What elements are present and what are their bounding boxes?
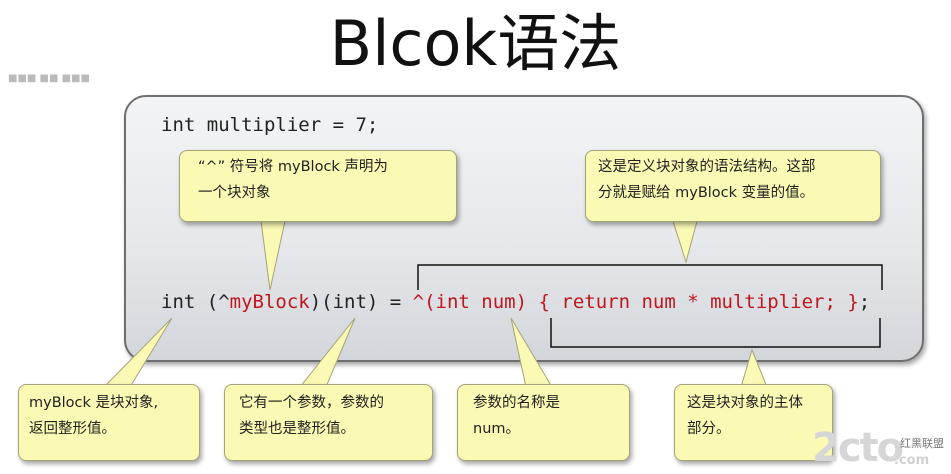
callout-name: 参数的名称是 num。	[457, 384, 630, 461]
callout-myblock-line2: 返回整形值。	[29, 421, 116, 437]
callout-param-line2: 类型也是整形值。	[239, 421, 355, 437]
code-block-literal: ^(int num) { return num * multiplier; }	[412, 291, 859, 313]
callout-definition-line2: 分就是赋给 myBlock 变量的值。	[598, 185, 815, 201]
callout-caret: “^” 符号将 myBlock 声明为 一个块对象	[179, 150, 457, 222]
myblock-callout-pointer	[102, 317, 173, 388]
code-int-paren: int (^	[161, 291, 230, 313]
callout-body-line2: 部分。	[687, 421, 731, 437]
callout-definition: 这是定义块对象的语法结构。这部 分就是赋给 myBlock 变量的值。	[585, 150, 881, 222]
callout-param-line1: 它有一个参数，参数的	[239, 395, 384, 411]
faint-header-text: ■■■ ■■ ■■■	[8, 73, 90, 84]
callout-body: 这是块对象的主体 部分。	[674, 384, 833, 461]
callout-name-line1: 参数的名称是	[473, 395, 560, 411]
code-block-name: myBlock	[229, 291, 310, 313]
callout-myblock-line1: myBlock 是块对象,	[29, 395, 159, 411]
definition-callout-pointer	[672, 220, 698, 264]
watermark-sub1: 红黑联盟	[900, 437, 944, 450]
code-line-block-declaration: int (^myBlock)(int) = ^(int num) { retur…	[161, 290, 870, 314]
body-callout-pointer	[740, 348, 768, 388]
code-panel	[124, 95, 924, 362]
body-bracket	[550, 318, 881, 348]
watermark-logo: 2cto 红黑联盟 .com	[812, 423, 951, 474]
param-callout-pointer	[298, 317, 356, 388]
code-semicolon: ;	[858, 291, 871, 313]
watermark-main: 2cto	[812, 425, 904, 471]
page-title: Blcok语法	[329, 7, 622, 80]
callout-myblock: myBlock 是块对象, 返回整形值。	[18, 384, 200, 461]
callout-param: 它有一个参数，参数的 类型也是整形值。	[224, 384, 433, 461]
callout-caret-line2: 一个块对象	[198, 185, 271, 201]
definition-bracket	[417, 264, 883, 290]
code-signature: )(int) =	[309, 291, 413, 313]
caret-callout-pointer	[260, 220, 286, 291]
callout-definition-line1: 这是定义块对象的语法结构。这部	[598, 159, 816, 175]
callout-body-line1: 这是块对象的主体	[687, 395, 803, 411]
callout-caret-line1: “^” 符号将 myBlock 声明为	[198, 159, 388, 175]
code-line-multiplier: int multiplier = 7;	[161, 114, 379, 136]
name-callout-pointer	[510, 317, 553, 388]
callout-name-line2: num。	[473, 421, 521, 437]
watermark-sub2: .com	[894, 453, 930, 468]
